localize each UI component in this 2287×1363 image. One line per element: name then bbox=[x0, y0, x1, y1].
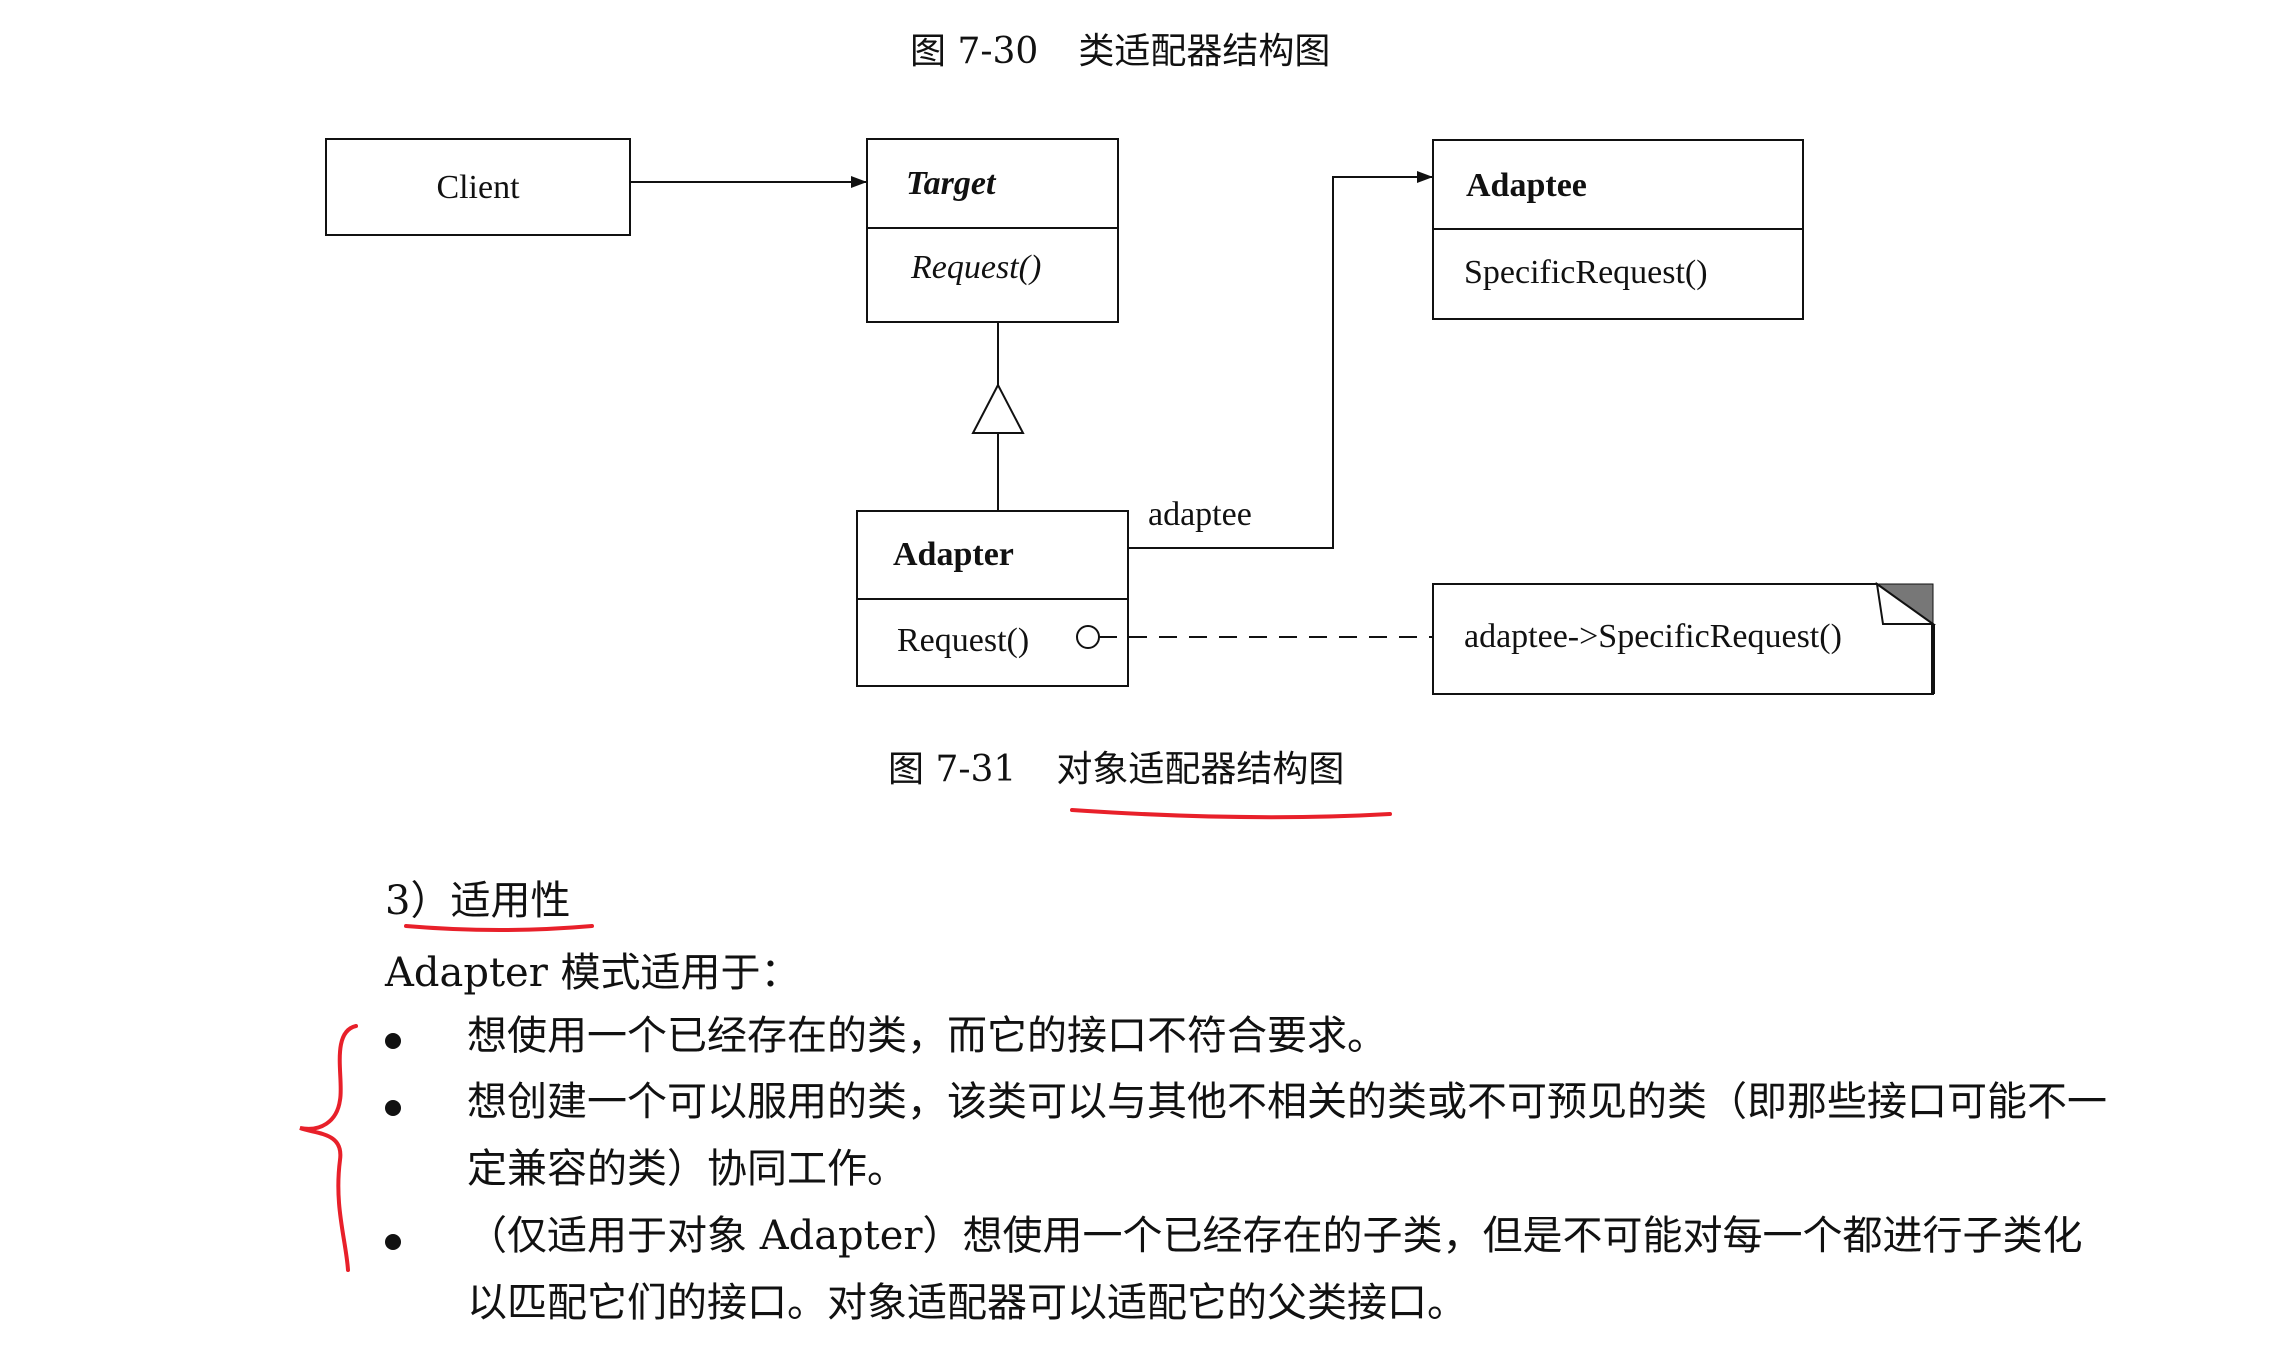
generalization-arrow bbox=[971, 322, 1025, 511]
client-label: Client bbox=[436, 169, 520, 206]
target-class-name: Target bbox=[906, 165, 997, 202]
figure-title: 对象适配器结构图 bbox=[1056, 749, 1345, 790]
adapter-class-name: Adapter bbox=[893, 536, 1014, 573]
adaptee-operation: SpecificRequest() bbox=[1464, 254, 1708, 291]
section-intro: Adapter 模式适用于： bbox=[385, 950, 801, 996]
figure-7-30-caption: 图 7-30 类适配器结构图 bbox=[910, 22, 1330, 74]
bullet-text: 想创建一个可以服用的类，该类可以与其他不相关的类或不可预见的类（即那些接口可能不… bbox=[467, 1079, 2107, 1192]
client-class-box: Client bbox=[325, 138, 631, 236]
figure-number: 图 7-31 bbox=[888, 749, 1017, 790]
bullet-brace-annotation bbox=[299, 1024, 358, 1272]
target-operation: Request() bbox=[910, 249, 1041, 286]
section-heading: 3）适用性 bbox=[385, 878, 571, 924]
bullet-icon bbox=[385, 1100, 401, 1116]
adapter-operation: Request() bbox=[897, 622, 1029, 659]
heading-underline-annotation bbox=[404, 924, 594, 932]
figure-7-31-caption: 图 7-31 对象适配器结构图 bbox=[888, 740, 1344, 792]
note-text: adaptee->SpecificRequest() bbox=[1464, 618, 1842, 655]
figure-number: 图 7-30 bbox=[910, 31, 1039, 72]
association-label: adaptee bbox=[1148, 496, 1252, 533]
target-class-box: Target Request() bbox=[866, 138, 1119, 323]
note-anchor-circle bbox=[1076, 625, 1100, 649]
adaptee-class-box: Adaptee SpecificRequest() bbox=[1432, 139, 1804, 320]
adapter-class-box: Adapter Request() bbox=[856, 510, 1129, 687]
bullet-text: 想使用一个已经存在的类，而它的接口不符合要求。 bbox=[467, 1013, 1387, 1059]
caption-underline-annotation bbox=[1070, 808, 1392, 820]
adaptee-class-name: Adaptee bbox=[1466, 167, 1587, 204]
implementation-note: adaptee->SpecificRequest() bbox=[1432, 581, 1937, 695]
bullet-icon bbox=[385, 1033, 401, 1049]
bullet-icon bbox=[385, 1234, 401, 1250]
figure-title: 类适配器结构图 bbox=[1078, 31, 1331, 72]
bullet-text: （仅适用于对象 Adapter）想使用一个已经存在的子类，但是不可能对每一个都进… bbox=[467, 1213, 2083, 1326]
adapter-adaptee-association bbox=[1128, 171, 1433, 549]
